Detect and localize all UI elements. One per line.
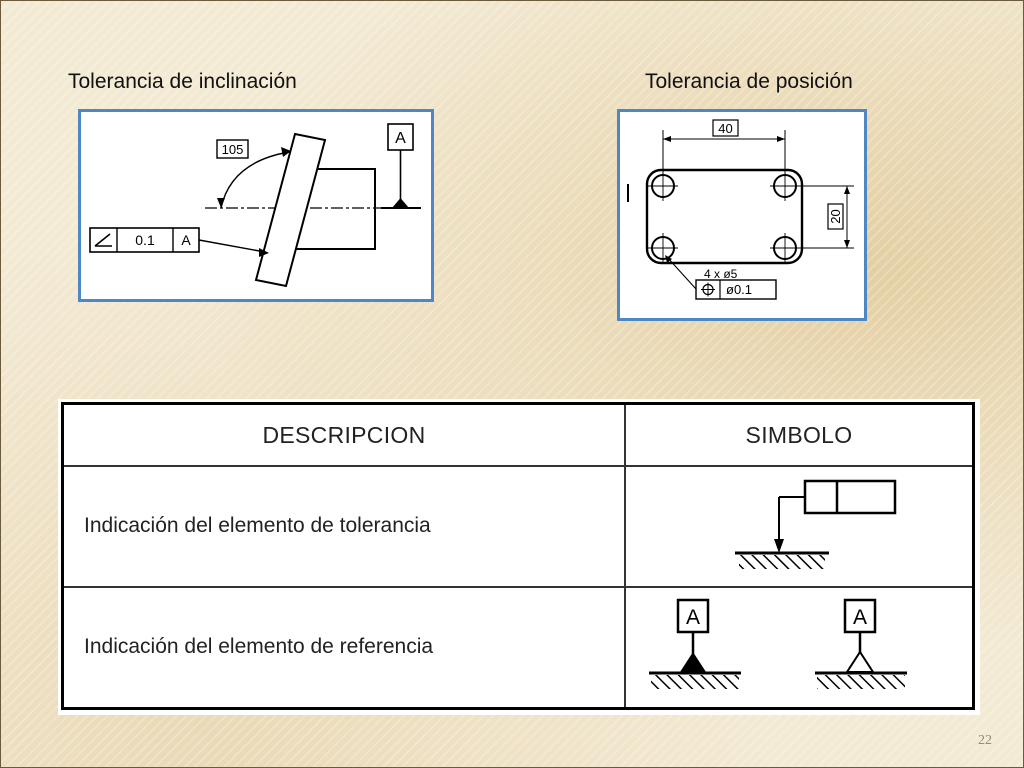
datum-box-open — [843, 598, 877, 634]
filled-triangle-icon — [680, 651, 706, 672]
arrow-icon — [774, 538, 784, 553]
plate-outline — [645, 168, 804, 265]
position-tolerance-figure: 40 20 4 x ø5 — [617, 109, 867, 321]
datum-triangle-icon — [392, 198, 409, 208]
row-description: Indicación del elemento de tolerancia — [61, 465, 626, 588]
table-header-row: DESCRIPCION SIMBOLO — [61, 402, 975, 467]
height-dim: 20 — [828, 209, 843, 223]
table-row: Indicación del elemento de tolerancia — [61, 465, 975, 588]
part-body — [281, 168, 376, 250]
holes-note: 4 x ø5 — [704, 267, 738, 281]
page-number: 22 — [978, 733, 992, 748]
symbol-table: DESCRIPCION SIMBOLO Indicación del eleme… — [61, 402, 975, 710]
datum-box-filled — [676, 598, 710, 634]
table-row: Indicación del elemento de referencia A — [61, 585, 975, 710]
datum-letter-filled: A — [686, 606, 700, 629]
angularity-icon — [94, 233, 112, 247]
width-dim: 40 — [718, 121, 732, 136]
datum-letter: A — [395, 130, 406, 147]
inclined-part — [254, 132, 327, 288]
tolerance-value: 0.1 — [135, 232, 155, 248]
feature-control-frame — [89, 227, 200, 253]
tolerance-element-symbol — [624, 465, 975, 588]
row-description: Indicación del elemento de referencia — [61, 585, 626, 710]
angle-value: 105 — [222, 142, 244, 157]
datum-letter-open: A — [853, 606, 867, 629]
leader-line — [666, 256, 697, 290]
angle-box — [216, 139, 249, 159]
position-icon — [701, 282, 715, 297]
open-triangle-icon — [845, 650, 875, 673]
header-symbol: SIMBOLO — [624, 402, 975, 467]
position-tolerance-value: ø0.1 — [726, 282, 752, 297]
inclination-caption: Tolerancia de inclinación — [68, 70, 297, 93]
inclination-tolerance-figure: A 105 0.1 A — [78, 109, 434, 302]
frame-datum-letter: A — [181, 232, 191, 248]
width-dim-box — [712, 119, 739, 137]
position-caption: Tolerancia de posición — [645, 70, 853, 93]
leader-line — [198, 239, 266, 253]
height-dim-box — [827, 203, 844, 230]
header-description: DESCRIPCION — [61, 402, 626, 467]
datum-element-symbol: A A — [624, 585, 975, 710]
position-control-frame — [695, 279, 777, 300]
symbol-table-panel: DESCRIPCION SIMBOLO Indicación del eleme… — [58, 399, 980, 715]
tolerance-frame-icon — [803, 479, 897, 515]
